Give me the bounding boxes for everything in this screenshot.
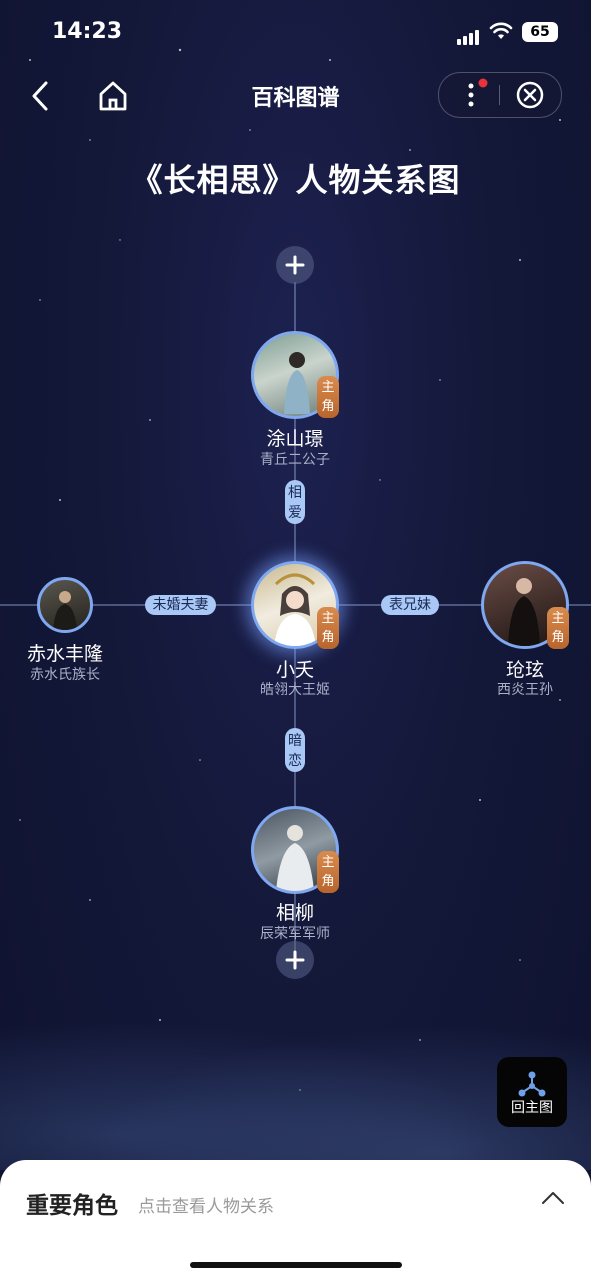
- more-options-icon[interactable]: [439, 73, 499, 117]
- character-name: 玱玹: [505, 659, 544, 681]
- relation-label-top: 相爱: [285, 480, 305, 524]
- character-subtitle: 西炎王孙: [497, 682, 553, 698]
- status-bar: 14:23 65: [0, 0, 591, 60]
- status-time: 14:23: [52, 19, 123, 44]
- character-subtitle: 辰荣军军师: [260, 926, 330, 942]
- protagonist-badge: 主角: [547, 607, 569, 649]
- relation-label-left: 未婚夫妻: [145, 595, 216, 615]
- back-to-main-graph-label: 回主图: [511, 1100, 553, 1116]
- character-name: 涂山璟: [266, 428, 324, 450]
- character-name: 赤水丰隆: [26, 643, 103, 665]
- character-subtitle: 皓翎大王姬: [260, 682, 330, 698]
- home-indicator: [190, 1262, 402, 1268]
- avatar: [37, 577, 93, 633]
- graph-nodes-icon: [518, 1071, 546, 1097]
- plus-icon: [285, 950, 305, 970]
- expand-bottom-button[interactable]: [276, 941, 314, 979]
- page-title: 《长相思》人物关系图: [130, 161, 461, 199]
- sheet-title: 重要角色: [26, 1193, 118, 1219]
- expand-top-button[interactable]: [276, 246, 314, 284]
- chevron-up-icon[interactable]: [540, 1190, 566, 1206]
- relationship-graph: 主角 涂山璟 青丘二公子 相爱 主角 小夭 皓翎大王姬 赤水丰隆 赤水氏族长: [0, 246, 591, 979]
- wifi-icon: [489, 22, 513, 39]
- character-name: 相柳: [275, 902, 314, 924]
- close-icon[interactable]: [500, 73, 560, 117]
- capsule-divider: [499, 85, 500, 105]
- character-subtitle: 赤水氏族长: [30, 667, 100, 683]
- character-subtitle: 青丘二公子: [260, 452, 330, 468]
- battery-indicator: 65: [522, 22, 558, 42]
- protagonist-badge: 主角: [317, 376, 339, 418]
- back-arrow-icon[interactable]: [24, 78, 58, 114]
- home-icon[interactable]: [96, 78, 130, 114]
- plus-icon: [285, 255, 305, 275]
- relation-label-bottom: 暗恋: [285, 728, 305, 772]
- mini-program-capsule: [438, 72, 562, 118]
- back-to-main-graph-button[interactable]: 回主图: [497, 1057, 567, 1127]
- relation-label-right: 表兄妹: [381, 595, 439, 615]
- cellular-signal-icon: [457, 26, 481, 45]
- protagonist-badge: 主角: [317, 851, 339, 893]
- avatar: [251, 806, 339, 894]
- bottom-sheet[interactable]: 重要角色 点击查看人物关系: [0, 1160, 591, 1280]
- character-name: 小夭: [275, 659, 314, 681]
- sheet-subtitle: 点击查看人物关系: [138, 1197, 274, 1217]
- protagonist-badge: 主角: [317, 607, 339, 649]
- nav-title: 百科图谱: [251, 86, 340, 111]
- cloud-decoration: [0, 990, 591, 1170]
